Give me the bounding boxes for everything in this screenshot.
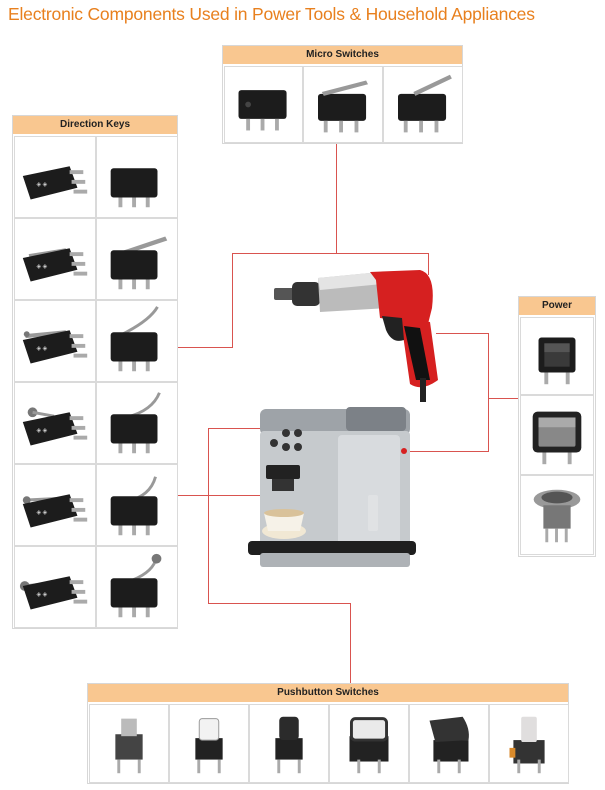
power-drill-image [270,268,445,403]
connector-line [488,333,489,451]
page-title: Electronic Components Used in Power Tool… [8,4,535,24]
round-push-switch-icon[interactable] [520,475,594,555]
svg-text:◈ ◈: ◈ ◈ [36,264,47,270]
angled-cap-switch-icon[interactable] [409,704,489,783]
lever-micro-switch-icon[interactable] [303,66,383,143]
micro-switches-panel: Micro Switches [222,45,463,144]
self-lock-switch-icon[interactable] [489,704,569,783]
white-cap-switch-icon[interactable] [169,704,249,783]
black-cap-switch-icon[interactable] [249,704,329,783]
hinge-lever-micro-switch-icon[interactable] [383,66,463,143]
connector-line [232,253,428,254]
connector-line [208,428,209,603]
connector-line [178,495,278,496]
connector-line [336,144,337,253]
direction-key-plain-compact-icon[interactable] [96,136,178,218]
rocker-switch-icon[interactable] [520,317,594,395]
svg-text:◈ ◈: ◈ ◈ [36,428,47,434]
direction-key-long-lever-icon[interactable]: ◈ ◈ [14,300,96,382]
plain-micro-switch-icon[interactable] [224,66,303,143]
svg-text:◈ ◈: ◈ ◈ [36,592,47,598]
power-switches-panel: Power Switches [518,296,596,557]
direction-key-roller-lever-icon[interactable] [96,546,178,628]
connector-line [208,603,351,604]
connector-line [428,253,429,275]
square-lit-switch-icon[interactable] [329,704,409,783]
connector-line [208,428,272,429]
tact-switch-icon[interactable] [89,704,169,783]
direction-key-bent-lever-icon[interactable] [96,464,178,546]
direction-keys-panel: Direction Keys ◈ ◈ ◈ ◈ ◈ ◈ ◈ ◈ ◈ ◈ ◈ ◈ [12,115,178,629]
svg-text:◈ ◈: ◈ ◈ [36,510,47,516]
direction-key-lever-icon[interactable] [96,218,178,300]
direction-keys-header: Direction Keys [13,116,177,134]
connector-line [488,398,518,399]
direction-key-long-roller-icon[interactable]: ◈ ◈ [14,546,96,628]
large-rocker-switch-icon[interactable] [520,395,594,475]
power-switches-header: Power Switches [519,297,595,329]
direction-key-curved-lever-icon[interactable] [96,300,178,382]
connector-line [436,333,488,334]
connector-line [408,451,489,452]
direction-key-roller-icon[interactable]: ◈ ◈ [14,382,96,464]
direction-key-hooked-lever-icon[interactable] [96,382,178,464]
svg-text:◈ ◈: ◈ ◈ [36,182,47,188]
pushbutton-switches-header: Pushbutton Switches [88,684,568,702]
coffee-machine-image [246,403,416,583]
pushbutton-switches-panel: Pushbutton Switches [87,683,569,784]
connector-line [178,347,233,348]
direction-key-plain-icon[interactable]: ◈ ◈ [14,136,96,218]
direction-key-simulated-roller-icon[interactable]: ◈ ◈ [14,464,96,546]
direction-key-short-lever-icon[interactable]: ◈ ◈ [14,218,96,300]
micro-switches-header: Micro Switches [223,46,462,64]
connector-line [350,603,351,683]
connector-line [232,253,233,347]
svg-text:◈ ◈: ◈ ◈ [36,346,47,352]
